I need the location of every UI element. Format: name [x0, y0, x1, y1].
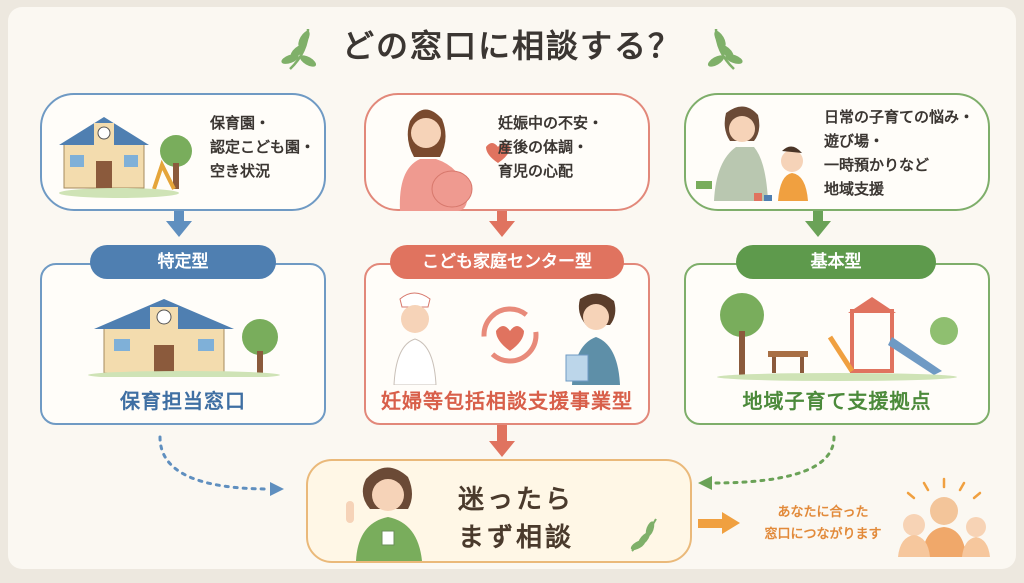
- type-name: 妊婦等包括相談支援事業型: [381, 389, 633, 413]
- dotted-arrow-right: [710, 435, 836, 485]
- arrow-down-green: [805, 207, 831, 237]
- pregnant-woman-icon: [399, 109, 510, 211]
- arrow-right-orange: [698, 512, 740, 534]
- arrow-down-center: [489, 425, 515, 457]
- arrow-down-blue: [166, 207, 192, 237]
- type-name: 保育担当窓口: [120, 389, 246, 413]
- parent-child-play-icon: [696, 106, 808, 201]
- type-label-pill: 特定型: [90, 245, 276, 279]
- arrow-down-red: [489, 207, 515, 237]
- type-box-basic: 地域子育て支援拠点: [684, 263, 990, 425]
- center-line-2: まず相談: [458, 523, 575, 553]
- leaf-icon-right: [707, 28, 743, 70]
- school-building-icon: [88, 299, 280, 377]
- concern-text: 妊娠中の不安・ 産後の体調・ 育児の心配: [498, 114, 604, 180]
- page-title: どの窓口に相談する？: [341, 27, 682, 65]
- leaf-icon: [630, 518, 657, 552]
- type-name: 地域子育て支援拠点: [742, 389, 932, 413]
- family-group-icon: [898, 477, 990, 557]
- nurse-and-counselor-icon: [393, 292, 620, 385]
- type-label-pill: 基本型: [736, 245, 936, 279]
- concern-text: 日常の子育ての悩み・ 遊び場・ 一時預かりなど 地域支援: [824, 108, 975, 198]
- infographic: どの窓口に相談する？ 保育園・ 認定こども園・ 空き状況 妊娠中の不安・ 産後の…: [8, 7, 1016, 569]
- dotted-arrow-left: [158, 435, 272, 491]
- diagram-graphics: [158, 28, 836, 534]
- footer-note: あなたに合った 窓口につながります: [764, 505, 882, 542]
- concern-box-childcare: 保育園・ 認定こども園・ 空き状況: [40, 93, 326, 211]
- concern-box-local-support: 日常の子育ての悩み・ 遊び場・ 一時預かりなど 地域支援: [684, 93, 990, 211]
- playground-icon: [717, 293, 958, 381]
- center-line-1: 迷ったら: [458, 485, 575, 515]
- type-box-specific: 保育担当窓口: [40, 263, 326, 425]
- concern-text: 保育園・ 認定こども園・ 空き状況: [210, 114, 316, 180]
- counselor-pointing-icon: [346, 467, 422, 561]
- consult-first-box: 迷ったら まず相談: [306, 459, 692, 563]
- leaf-icon-left: [281, 28, 317, 70]
- nursery-school-icon: [59, 117, 192, 198]
- type-label-pill: こども家庭センター型: [390, 245, 624, 279]
- type-box-family-center: 妊婦等包括相談支援事業型: [364, 263, 650, 425]
- concern-box-pregnancy: 妊娠中の不安・ 産後の体調・ 育児の心配: [364, 93, 650, 211]
